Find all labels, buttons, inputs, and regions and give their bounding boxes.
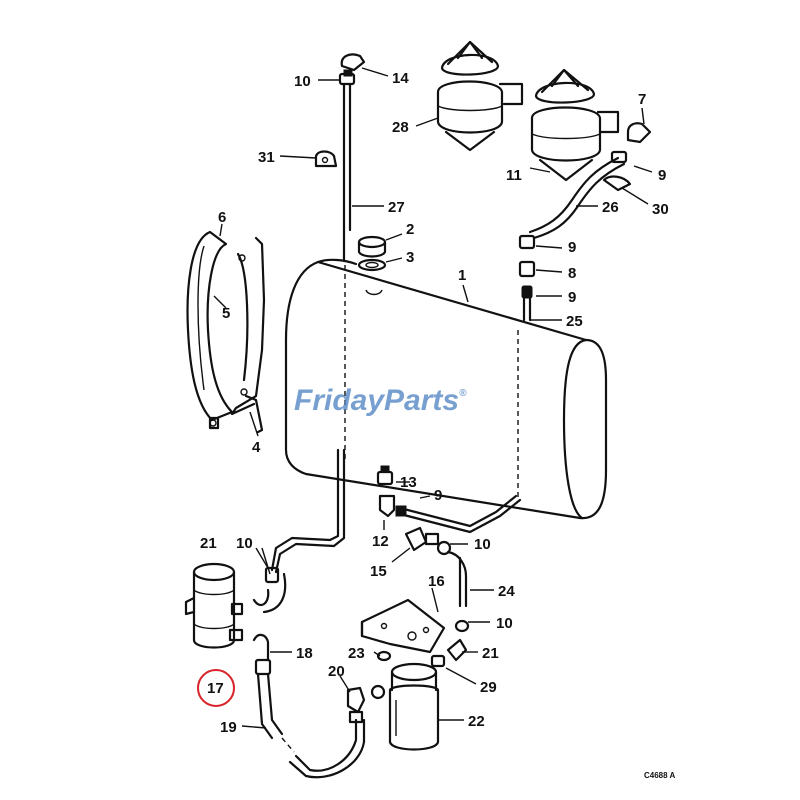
callout-4: 4 — [252, 439, 261, 456]
callout-16: 16 — [428, 573, 445, 590]
callout-27: 27 — [388, 199, 405, 216]
callout-10a: 10 — [294, 73, 311, 90]
elbow-7 — [626, 122, 652, 144]
washer-23 — [376, 650, 392, 662]
highlight-circle — [197, 669, 235, 707]
callout-24: 24 — [498, 583, 515, 600]
callout-18: 18 — [296, 645, 313, 662]
callout-23: 23 — [348, 645, 365, 662]
callout-9a: 9 — [658, 167, 666, 184]
watermark-brand-a: Friday — [294, 384, 385, 417]
fittings-8-9 — [518, 260, 536, 322]
elbow-20 — [346, 684, 386, 724]
callout-11: 11 — [506, 167, 522, 184]
vent-line — [338, 53, 366, 262]
watermark-brand-b: Parts — [384, 384, 459, 417]
callout-9b: 9 — [568, 239, 576, 256]
callout-28: 28 — [392, 119, 409, 136]
callout-25: 25 — [566, 313, 583, 330]
pump-line — [252, 448, 346, 614]
callout-13: 13 — [400, 474, 417, 491]
air-filter-28 — [436, 40, 524, 152]
callout-2: 2 — [406, 221, 414, 238]
callout-17: 17 — [207, 680, 224, 697]
fuel-line-9 — [395, 494, 522, 534]
callout-labels: 1 2 3 4 5 6 7 8 9 9 9 9 10 10 10 10 11 1… — [200, 70, 669, 736]
fitting-29 — [430, 654, 446, 668]
callout-30: 30 — [652, 201, 669, 218]
callout-9d: 9 — [434, 487, 442, 504]
callout-9c: 9 — [568, 289, 576, 306]
fitting-21-low — [446, 619, 470, 662]
callout-7: 7 — [638, 91, 646, 108]
tee-15 — [404, 526, 440, 552]
callout-26: 26 — [602, 199, 619, 216]
fuel-pump — [184, 562, 244, 649]
callout-21b: 21 — [482, 645, 499, 662]
callout-1: 1 — [458, 267, 466, 284]
watermark-registered: ® — [459, 388, 467, 399]
fitting-10-mid — [436, 540, 468, 608]
elbow-12 — [378, 494, 396, 518]
callout-3: 3 — [406, 249, 414, 266]
callout-29: 29 — [480, 679, 497, 696]
filler-cap — [357, 235, 387, 258]
tank-bracket — [230, 236, 266, 434]
callout-15: 15 — [370, 563, 387, 580]
callout-10b: 10 — [236, 535, 253, 552]
callout-19: 19 — [220, 719, 237, 736]
callout-12: 12 — [372, 533, 389, 550]
callout-6: 6 — [218, 209, 226, 226]
callout-22: 22 — [468, 713, 485, 730]
fuel-tank — [284, 258, 608, 520]
clip-30 — [602, 175, 632, 192]
callout-10d: 10 — [496, 615, 513, 632]
filter-bracket-16 — [360, 598, 446, 654]
tank-strap — [186, 230, 234, 430]
watermark-logo: FridayParts® — [294, 384, 467, 417]
callout-8: 8 — [568, 265, 576, 282]
callout-20: 20 — [328, 663, 345, 680]
fuel-filter-22 — [388, 662, 440, 751]
callout-21a: 21 — [200, 535, 217, 552]
plug-13 — [376, 465, 394, 486]
leader-lines — [213, 67, 653, 729]
callout-31: 31 — [258, 149, 275, 166]
cap-gasket — [357, 258, 387, 272]
hose-19 — [252, 633, 366, 779]
drawing-code: C4688 A — [644, 771, 676, 780]
callout-5: 5 — [222, 305, 230, 322]
callout-14: 14 — [392, 70, 409, 87]
air-filter-11 — [530, 68, 620, 182]
clip — [314, 150, 338, 168]
callout-10c: 10 — [474, 536, 491, 553]
